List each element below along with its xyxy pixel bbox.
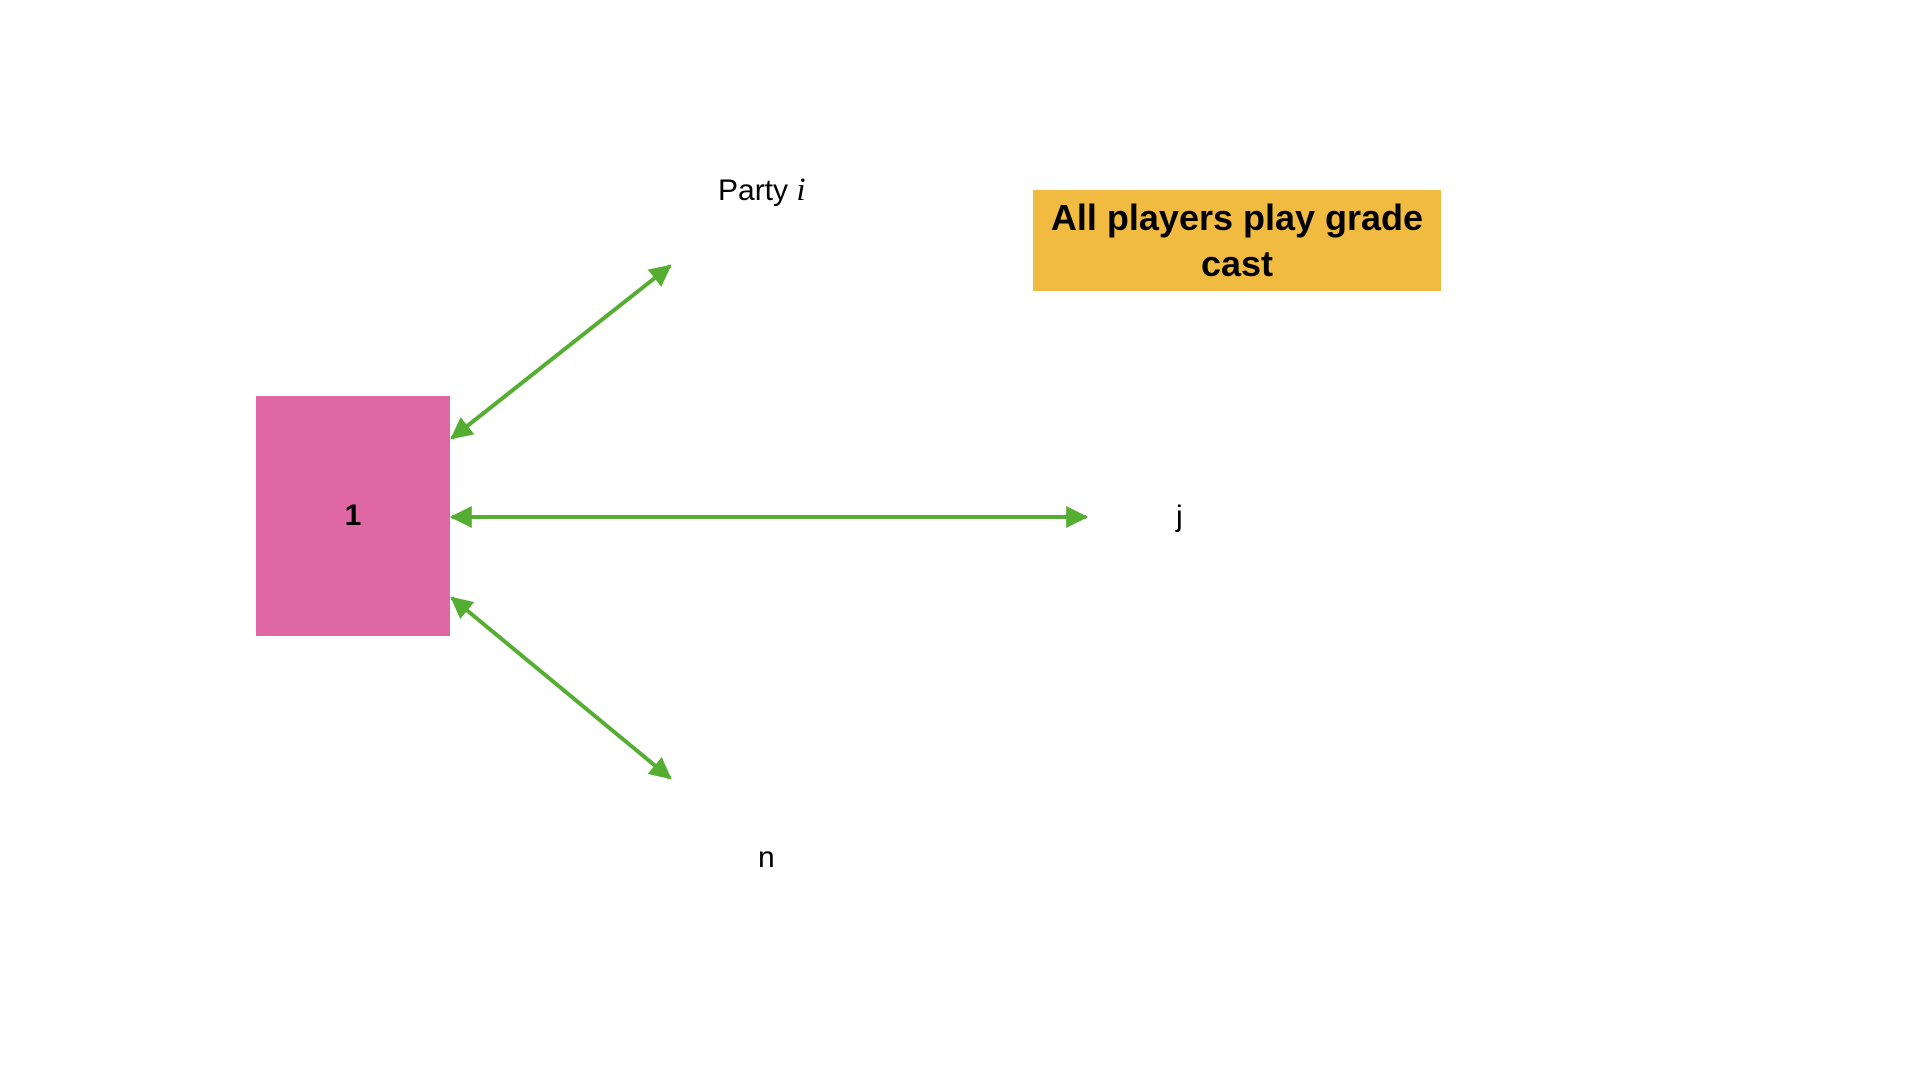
note-text: All players play grade cast	[1050, 196, 1424, 284]
edge-1-to-n	[450, 596, 672, 780]
node-1-label: 1	[344, 499, 362, 532]
node-j-label: j	[1176, 500, 1183, 533]
node-party-i-label: Party i	[718, 172, 806, 209]
party-variable: i	[796, 172, 806, 208]
node-1: 1	[256, 396, 450, 636]
node-n-label: n	[758, 841, 775, 874]
note-box: All players play grade cast	[1033, 190, 1441, 291]
edge-1-to-party-i	[450, 264, 672, 440]
party-prefix: Party	[718, 174, 797, 207]
